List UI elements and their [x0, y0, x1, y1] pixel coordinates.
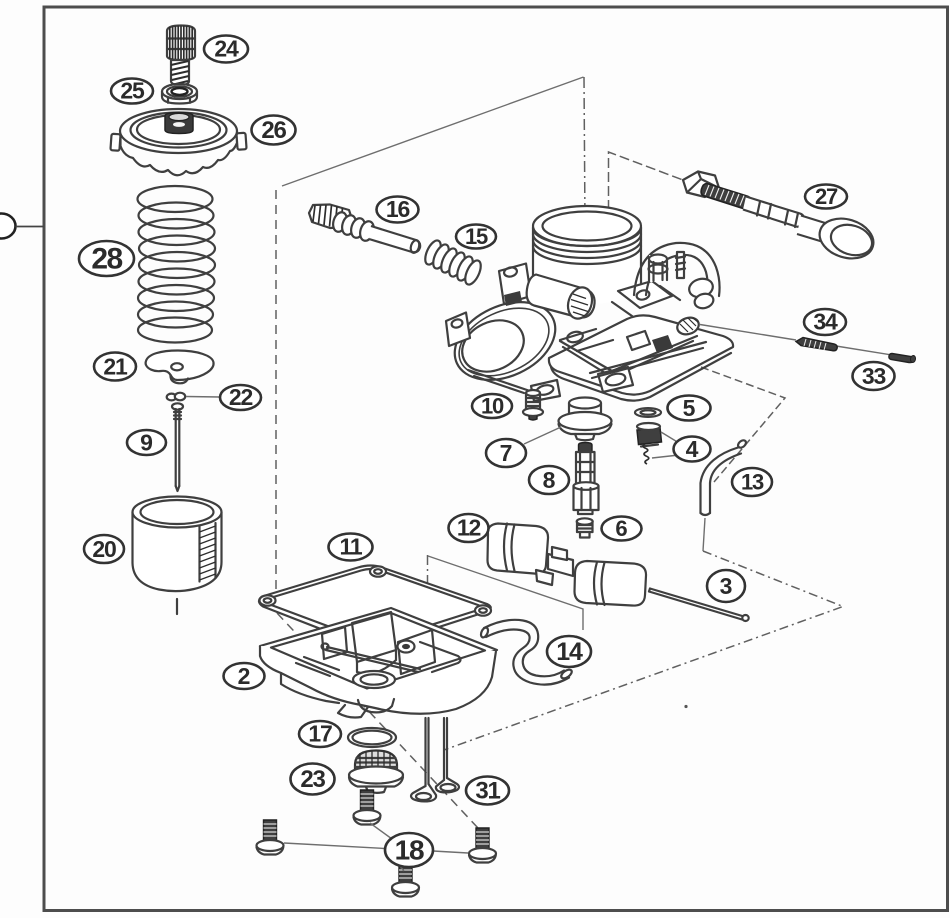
svg-text:5: 5 [683, 395, 696, 421]
svg-text:9: 9 [140, 430, 153, 456]
svg-text:21: 21 [103, 354, 128, 380]
svg-text:6: 6 [615, 516, 627, 541]
svg-text:17: 17 [308, 721, 332, 747]
svg-text:11: 11 [340, 534, 363, 560]
svg-text:27: 27 [815, 184, 838, 209]
svg-text:16: 16 [386, 196, 410, 222]
svg-text:15: 15 [465, 224, 488, 249]
svg-text:14: 14 [556, 638, 583, 666]
svg-text:22: 22 [229, 384, 253, 410]
svg-text:12: 12 [457, 515, 481, 541]
svg-text:2: 2 [238, 663, 251, 689]
svg-text:18: 18 [395, 835, 424, 866]
svg-text:31: 31 [475, 778, 500, 805]
svg-text:24: 24 [214, 36, 239, 62]
svg-text:8: 8 [543, 467, 556, 493]
svg-text:26: 26 [261, 117, 286, 144]
svg-text:7: 7 [500, 440, 513, 466]
svg-text:13: 13 [741, 470, 764, 495]
svg-text:23: 23 [300, 766, 325, 793]
svg-text:4: 4 [686, 436, 699, 462]
svg-text:10: 10 [481, 394, 504, 419]
svg-text:33: 33 [862, 363, 886, 389]
svg-text:3: 3 [720, 573, 733, 599]
svg-text:34: 34 [813, 309, 838, 335]
svg-text:20: 20 [92, 536, 116, 562]
svg-text:25: 25 [120, 78, 145, 104]
svg-text:28: 28 [91, 243, 122, 276]
